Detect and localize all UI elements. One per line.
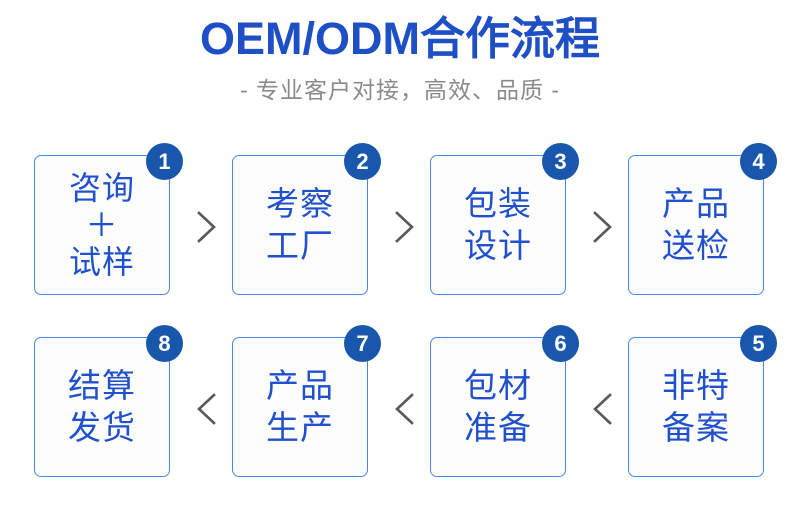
flow-step-7[interactable]: 产品 生产 7	[208, 325, 414, 507]
flow-step-4[interactable]: 产品 送检 4	[604, 143, 800, 325]
flow-row-top: 咨询 ＋ 试样 1 考察 工厂 2	[0, 143, 800, 325]
process-flow: 咨询 ＋ 试样 1 考察 工厂 2	[0, 143, 800, 507]
header: OEM/ODM合作流程 - 专业客户对接，高效、品质 -	[0, 0, 800, 104]
step-label: 包装 设计	[464, 185, 532, 264]
step-number-badge: 4	[740, 143, 777, 180]
step-box[interactable]: 包装 设计	[430, 155, 566, 295]
step-number-badge: 7	[344, 325, 381, 362]
chevron-left-icon	[186, 387, 226, 431]
step-label: 产品 生产	[266, 367, 334, 446]
step-number-badge: 8	[146, 325, 183, 362]
step-box[interactable]: 包材 准备	[430, 337, 566, 477]
step-label: 结算 发货	[68, 367, 136, 446]
step-box[interactable]: 考察 工厂	[232, 155, 368, 295]
chevron-right-icon	[186, 205, 226, 249]
flow-step-8[interactable]: 结算 发货 8	[10, 325, 216, 507]
step-box[interactable]: 产品 生产	[232, 337, 368, 477]
step-number-badge: 6	[542, 325, 579, 362]
chevron-right-icon	[384, 205, 424, 249]
page-subtitle: - 专业客户对接，高效、品质 -	[239, 77, 561, 103]
page-title: OEM/ODM合作流程	[200, 13, 600, 64]
step-box[interactable]: 非特 备案	[628, 337, 764, 477]
step-number-badge: 2	[344, 143, 381, 180]
chevron-right-icon	[582, 205, 622, 249]
chevron-left-icon	[384, 387, 424, 431]
step-box[interactable]: 结算 发货	[34, 337, 170, 477]
step-label: 包材 准备	[464, 367, 532, 446]
step-label: 非特 备案	[662, 367, 730, 446]
flow-step-2[interactable]: 考察 工厂 2	[208, 143, 414, 325]
step-label: 考察 工厂	[266, 185, 334, 264]
step-label: 产品 送检	[662, 185, 730, 264]
flow-step-6[interactable]: 包材 准备 6	[406, 325, 612, 507]
flow-step-1[interactable]: 咨询 ＋ 试样 1	[10, 143, 216, 325]
chevron-left-icon	[582, 387, 622, 431]
step-number-badge: 1	[146, 143, 183, 180]
flow-step-3[interactable]: 包装 设计 3	[406, 143, 612, 325]
step-box[interactable]: 咨询 ＋ 试样	[34, 155, 170, 295]
step-number-badge: 3	[542, 143, 579, 180]
flow-step-5[interactable]: 非特 备案 5	[604, 325, 800, 507]
step-number-badge: 5	[740, 325, 777, 362]
step-box[interactable]: 产品 送检	[628, 155, 764, 295]
flow-row-bottom: 结算 发货 8 产品 生产 7	[0, 325, 800, 507]
step-label: 咨询 ＋ 试样	[68, 169, 135, 280]
